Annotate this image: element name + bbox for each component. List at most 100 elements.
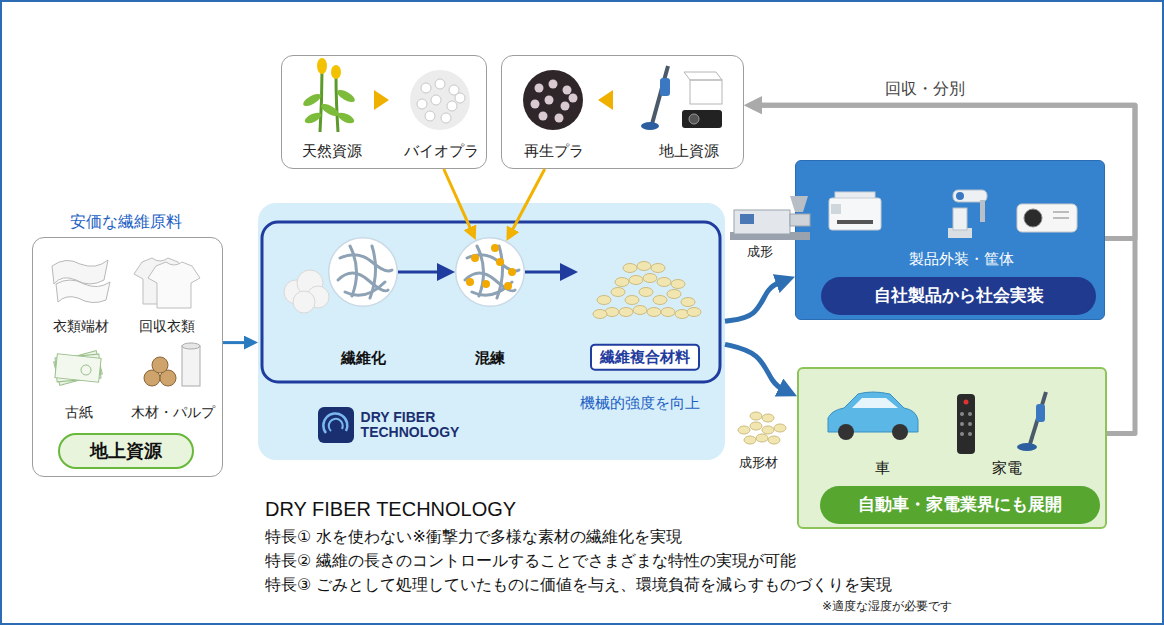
node-text: 繊維化	[341, 349, 386, 368]
remote-icon	[960, 432, 964, 436]
vacuum-icon	[1036, 404, 1045, 422]
node-text: 家電	[992, 459, 1022, 478]
industry-pill: 自動車・家電業界にも展開	[820, 486, 1100, 524]
composite-pellets	[629, 276, 643, 285]
connector-arrow	[755, 105, 1135, 238]
car-icon	[852, 398, 898, 408]
raw-fiber-cloud	[284, 280, 308, 304]
raw-fiber-cloud	[307, 286, 329, 308]
node-text: 自社製品から社会実装	[874, 285, 1044, 306]
text-holder: 特長③ ごみとして処理していたものに価値を与え、環境負荷を減らすものづくりを実現	[265, 575, 892, 595]
composite-pellets	[671, 280, 685, 289]
plastic-particles	[482, 280, 490, 288]
fabric-scrap-icon	[52, 260, 108, 284]
molding-pellets	[756, 434, 768, 442]
recycled-plastic-icon	[569, 94, 578, 103]
text-holder: 車	[875, 459, 890, 478]
text-holder: 混練	[475, 349, 505, 368]
printer-icon	[831, 204, 841, 214]
composite-pellets	[661, 308, 675, 317]
projector-icon	[1053, 211, 1069, 213]
vacuum-icon	[1017, 392, 1046, 451]
projector-icon	[1017, 204, 1077, 232]
composite-pellets	[593, 262, 701, 319]
plant-icon	[335, 88, 356, 105]
projector-icon	[1017, 204, 1077, 232]
product-box: 製品外装・筐体自社製品から社会実装	[795, 160, 1105, 320]
bioplastic-icon	[455, 93, 465, 103]
robot-icon	[953, 208, 967, 230]
bioplastic-icon	[441, 113, 451, 123]
text-holder: 地上資源	[90, 440, 162, 463]
text-holder: DRY FIBER TECHNOLOGY	[361, 410, 460, 440]
text-holder: 地上資源	[659, 142, 719, 161]
node-text: 繊維複合材料	[590, 344, 700, 371]
molding-pellets	[750, 422, 762, 430]
wood-pulp-icon	[144, 370, 160, 386]
flow-triangle	[598, 90, 613, 110]
used-products-icon	[682, 110, 722, 128]
text-holder: 回収衣類	[139, 318, 195, 336]
label-text: 成形	[747, 244, 773, 260]
paper-icon	[55, 354, 101, 382]
recycled-plastic-icon	[549, 80, 558, 89]
bioplastic-icon	[431, 95, 441, 105]
composite-pellets	[657, 278, 671, 287]
text-holder: 天然資源	[302, 142, 362, 161]
text-holder: 衣類端材	[53, 318, 109, 336]
connector-arrow	[223, 341, 250, 344]
composite-pellets	[597, 296, 611, 305]
remote-icon	[968, 422, 972, 426]
technology-region: 機械的強度を向上DRY FIBER TECHNOLOGY繊維化混練繊維複合材料	[258, 203, 725, 460]
paper-icon	[54, 351, 103, 386]
plant-icon	[301, 92, 322, 109]
fiber-strands	[465, 246, 519, 298]
text-holder: 古紙	[65, 404, 93, 422]
text-holder: 木材・パルプ	[131, 404, 215, 422]
plastic-particles	[471, 254, 479, 262]
composite-pellets	[637, 262, 651, 271]
clothing-icon	[134, 258, 186, 304]
vacuum-icon	[1030, 392, 1046, 444]
clothing-icon	[134, 258, 200, 308]
process-circle: 混練	[455, 237, 525, 307]
composite-pellets	[623, 264, 637, 273]
plant-icon	[319, 102, 340, 119]
text-holder: 製品外装・筐体	[909, 250, 1014, 269]
connector-arrow	[525, 271, 567, 274]
bioplastic-icon	[417, 99, 427, 109]
used-products-icon	[660, 78, 670, 96]
composite-pellets	[653, 296, 667, 305]
connector-arrow	[444, 169, 472, 232]
text-holder: 特長① 水を使わない※衝撃力で多様な素材の繊維化を実現	[265, 527, 682, 547]
connector-arrow	[510, 169, 544, 234]
node-text: 混練	[475, 349, 505, 368]
plant-icon	[303, 111, 323, 126]
label-text: ※適度な湿度が必要です	[822, 599, 952, 614]
node-text: 製品外装・筐体	[909, 250, 1014, 269]
text-holder: バイオプラ	[404, 142, 479, 161]
node-text: DRY FIBER TECHNOLOGY	[361, 410, 460, 440]
recycled-plastic-icon	[555, 114, 564, 123]
connector-arrow	[725, 281, 784, 321]
remote-icon	[964, 400, 969, 405]
robot-icon	[948, 228, 972, 238]
used-products-icon	[652, 66, 668, 124]
bioplastic-icon	[421, 83, 431, 93]
wood-pulp-icon	[182, 343, 200, 349]
wood-pulp-icon	[182, 346, 200, 386]
edge-label: 回収・分別	[881, 79, 969, 99]
car-icon	[892, 424, 908, 440]
plant-icon	[320, 70, 322, 132]
text-holder: 成形	[747, 244, 773, 260]
logo-mark	[329, 419, 343, 431]
wood-pulp-icon	[144, 343, 200, 386]
label-text: 特長② 繊維の長さのコントロールすることでさまざまな特性の実現が可能	[265, 551, 796, 571]
raw-material-box: 安価な繊維原料衣類端材回収衣類古紙木材・パルプ地上資源	[32, 237, 223, 477]
bioplastic-icon	[435, 79, 445, 89]
raw-fiber-cloud	[284, 270, 329, 313]
bioplastic-icon	[410, 70, 470, 130]
source-box: 再生プラ地上資源	[501, 55, 744, 169]
